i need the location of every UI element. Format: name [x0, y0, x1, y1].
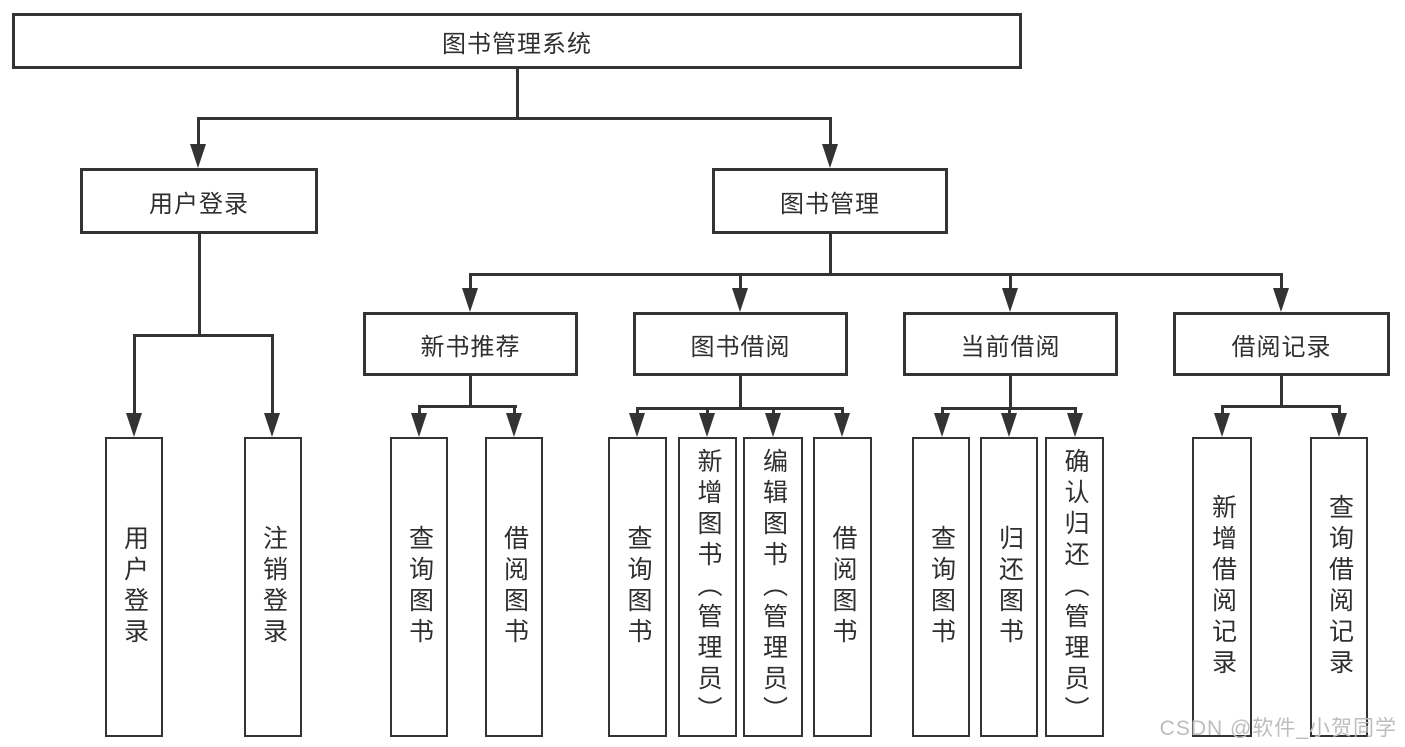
node-leaf-cb-query-book-label: 查询图书 — [927, 525, 956, 649]
connector-line — [418, 405, 517, 408]
connector-line — [1009, 273, 1012, 291]
node-leaf-br-query-record: 查询借阅记录 — [1310, 437, 1368, 737]
node-book-management: 图书管理 — [712, 168, 948, 234]
node-leaf-user-login-label: 用户登录 — [120, 525, 149, 649]
node-leaf-cb-confirm-return-admin: 确认归还（管理员） — [1045, 437, 1104, 737]
node-leaf-cb-query-book: 查询图书 — [912, 437, 970, 737]
node-current-borrowing: 当前借阅 — [903, 312, 1118, 376]
connector-line — [739, 376, 742, 410]
connector-line — [1074, 407, 1077, 417]
node-leaf-bb-add-book-admin: 新增图书（管理员） — [678, 437, 737, 737]
node-leaf-rec-query-book-label: 查询图书 — [405, 525, 434, 649]
connector-line — [198, 234, 201, 336]
arrowhead-icon — [732, 288, 748, 312]
node-leaf-rec-query-book: 查询图书 — [390, 437, 448, 737]
connector-line — [469, 273, 1283, 276]
connector-line — [469, 376, 472, 408]
node-leaf-bb-query-book: 查询图书 — [608, 437, 667, 737]
connector-line — [1280, 273, 1283, 291]
arrowhead-icon — [629, 413, 645, 437]
arrowhead-icon — [190, 144, 206, 168]
arrowhead-icon — [934, 413, 950, 437]
arrowhead-icon — [1001, 413, 1017, 437]
node-book-management-label: 图书管理 — [780, 190, 880, 218]
node-leaf-br-query-record-label: 查询借阅记录 — [1325, 494, 1354, 680]
node-root: 图书管理系统 — [12, 13, 1022, 69]
arrowhead-icon — [1067, 413, 1083, 437]
arrowhead-icon — [1273, 288, 1289, 312]
node-leaf-user-login: 用户登录 — [105, 437, 163, 737]
connector-line — [829, 234, 832, 276]
arrowhead-icon — [699, 413, 715, 437]
arrowhead-icon — [411, 413, 427, 437]
node-leaf-br-add-record-label: 新增借阅记录 — [1208, 494, 1237, 680]
connector-line — [1008, 407, 1011, 417]
connector-line — [636, 407, 844, 410]
node-leaf-bb-borrow-book: 借阅图书 — [813, 437, 872, 737]
arrowhead-icon — [834, 413, 850, 437]
connector-line — [706, 407, 709, 417]
connector-line — [636, 407, 639, 417]
node-leaf-cb-return-book: 归还图书 — [980, 437, 1038, 737]
arrowhead-icon — [126, 413, 142, 437]
arrowhead-icon — [506, 413, 522, 437]
connector-line — [271, 334, 274, 415]
connector-line — [1221, 405, 1341, 408]
connector-line — [739, 273, 742, 291]
connector-line — [133, 334, 274, 337]
node-leaf-br-add-record: 新增借阅记录 — [1192, 437, 1252, 737]
node-leaf-bb-query-book-label: 查询图书 — [624, 525, 652, 649]
connector-line — [1221, 405, 1224, 417]
node-borrowing-records: 借阅记录 — [1173, 312, 1390, 376]
node-root-label: 图书管理系统 — [442, 30, 592, 58]
connector-line — [941, 407, 944, 417]
connector-line — [1280, 376, 1283, 408]
connector-line — [841, 407, 844, 417]
connector-line — [516, 68, 519, 118]
arrowhead-icon — [1214, 413, 1230, 437]
arrowhead-icon — [765, 413, 781, 437]
node-leaf-bb-edit-book-admin: 编辑图书（管理员） — [743, 437, 803, 737]
node-current-borrowing-label: 当前借阅 — [960, 333, 1061, 361]
node-user-login-label: 用户登录 — [149, 190, 249, 218]
connector-line — [418, 405, 421, 417]
arrowhead-icon — [822, 144, 838, 168]
node-leaf-rec-borrow-book: 借阅图书 — [485, 437, 543, 737]
node-leaf-cb-confirm-return-admin-label: 确认归还（管理员） — [1061, 447, 1089, 727]
node-user-login: 用户登录 — [80, 168, 318, 234]
node-book-borrowing: 图书借阅 — [633, 312, 848, 376]
connector-line — [197, 117, 200, 147]
arrowhead-icon — [1002, 288, 1018, 312]
node-leaf-cb-return-book-label: 归还图书 — [995, 525, 1024, 649]
csdn-watermark: CSDN @软件_小贺同学 — [1159, 717, 1397, 740]
node-leaf-logout-label: 注销登录 — [259, 525, 288, 649]
connector-line — [1009, 376, 1012, 410]
node-leaf-bb-borrow-book-label: 借阅图书 — [829, 525, 857, 649]
node-new-book-recommend-label: 新书推荐 — [420, 333, 521, 361]
node-leaf-logout: 注销登录 — [244, 437, 302, 737]
node-book-borrowing-label: 图书借阅 — [690, 333, 791, 361]
node-leaf-rec-borrow-book-label: 借阅图书 — [500, 525, 529, 649]
connector-line — [133, 334, 136, 415]
connector-line — [197, 117, 832, 120]
connector-line — [1338, 405, 1341, 417]
connector-line — [772, 407, 775, 417]
node-new-book-recommend: 新书推荐 — [363, 312, 578, 376]
connector-line — [469, 273, 472, 291]
arrowhead-icon — [1331, 413, 1347, 437]
connector-line — [829, 117, 832, 147]
node-borrowing-records-label: 借阅记录 — [1231, 333, 1332, 361]
node-leaf-bb-edit-book-admin-label: 编辑图书（管理员） — [759, 447, 788, 727]
arrowhead-icon — [462, 288, 478, 312]
arrowhead-icon — [264, 413, 280, 437]
connector-line — [513, 405, 516, 417]
node-leaf-bb-add-book-admin-label: 新增图书（管理员） — [694, 447, 722, 727]
